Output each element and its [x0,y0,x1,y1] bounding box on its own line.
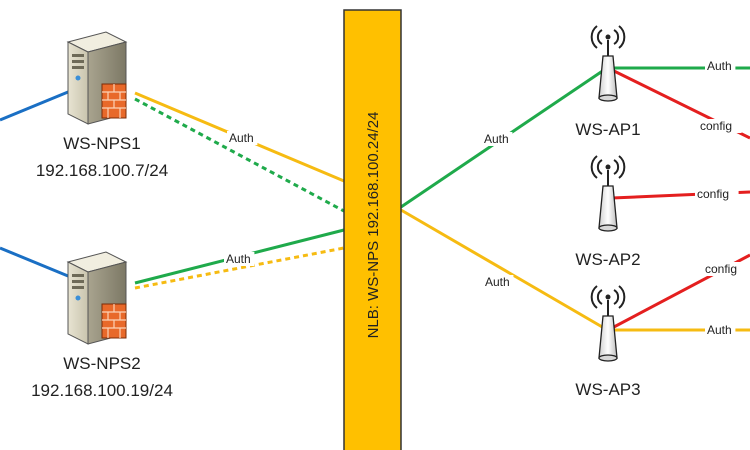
edge-label-ap3-auth-bg [705,323,736,337]
link-nps2-left [0,246,69,278]
connection-lines [0,59,750,337]
wireless-ap-icon [590,155,626,232]
server-name: WS-NPS2 [63,354,140,373]
edge-label-nps2-auth: Auth [226,252,251,266]
edge-label-left-1: g [0,129,1,143]
server-icon [67,251,127,345]
edge-label-ap2-config: config [697,187,729,201]
nlb-label: NLB: WS-NPS 192.168.100.24/24 [365,112,382,339]
edge-label-ap1-nlb-auth-bg [482,132,513,146]
ap-name: WS-AP2 [575,250,640,269]
edge-label-nps1-auth: Auth [229,131,254,145]
edge-label-ap3-config-bg [703,262,747,276]
link-nps1-left [0,90,69,122]
wireless-ap-icon [590,25,626,102]
server-nps2: WS-NPS2 192.168.100.19/24 [31,251,173,400]
server-name: WS-NPS1 [63,134,140,153]
edge-label-ap3-config: config [705,262,737,276]
link-nps1-nlb-dashed [134,97,345,213]
ap-name: WS-AP1 [575,120,640,139]
edge-label-ap1-auth-bg [705,59,736,73]
access-point-ap1: WS-AP1 [575,25,641,139]
edge-label-left-2: g [0,233,1,247]
link-nlb-ap3-auth [400,208,605,330]
server-ip: 192.168.100.7/24 [36,161,168,180]
edge-label-ap1-nlb-auth: Auth [484,132,509,146]
nlb-bar: NLB: WS-NPS 192.168.100.24/24 [343,9,402,450]
nodes-layer: ggAuthAuthAuthAuthAuthAuthconfigconfigco… [0,9,737,450]
server-icon [67,31,127,125]
edge-label-nps2-auth-bg [224,252,255,266]
server-ip: 192.168.100.19/24 [31,381,173,400]
edge-label-ap1-config: config [700,119,732,133]
access-point-ap2: WS-AP2 [575,155,641,269]
edge-label-ap3-nlb-auth: Auth [485,275,510,289]
edge-label-ap2-config-bg [695,187,739,201]
nlb-rect [343,9,402,450]
server-nps1: WS-NPS1 192.168.100.7/24 [36,31,168,180]
access-point-ap3: WS-AP3 [575,285,641,399]
edge-label-ap1-config-bg [698,119,742,133]
edge-label-ap3-auth: Auth [707,323,732,337]
edge-label-nps1-auth-bg [227,131,258,145]
edge-label-ap3-nlb-auth-bg [483,275,514,289]
edge-label-ap1-auth: Auth [707,59,732,73]
ap-name: WS-AP3 [575,380,640,399]
